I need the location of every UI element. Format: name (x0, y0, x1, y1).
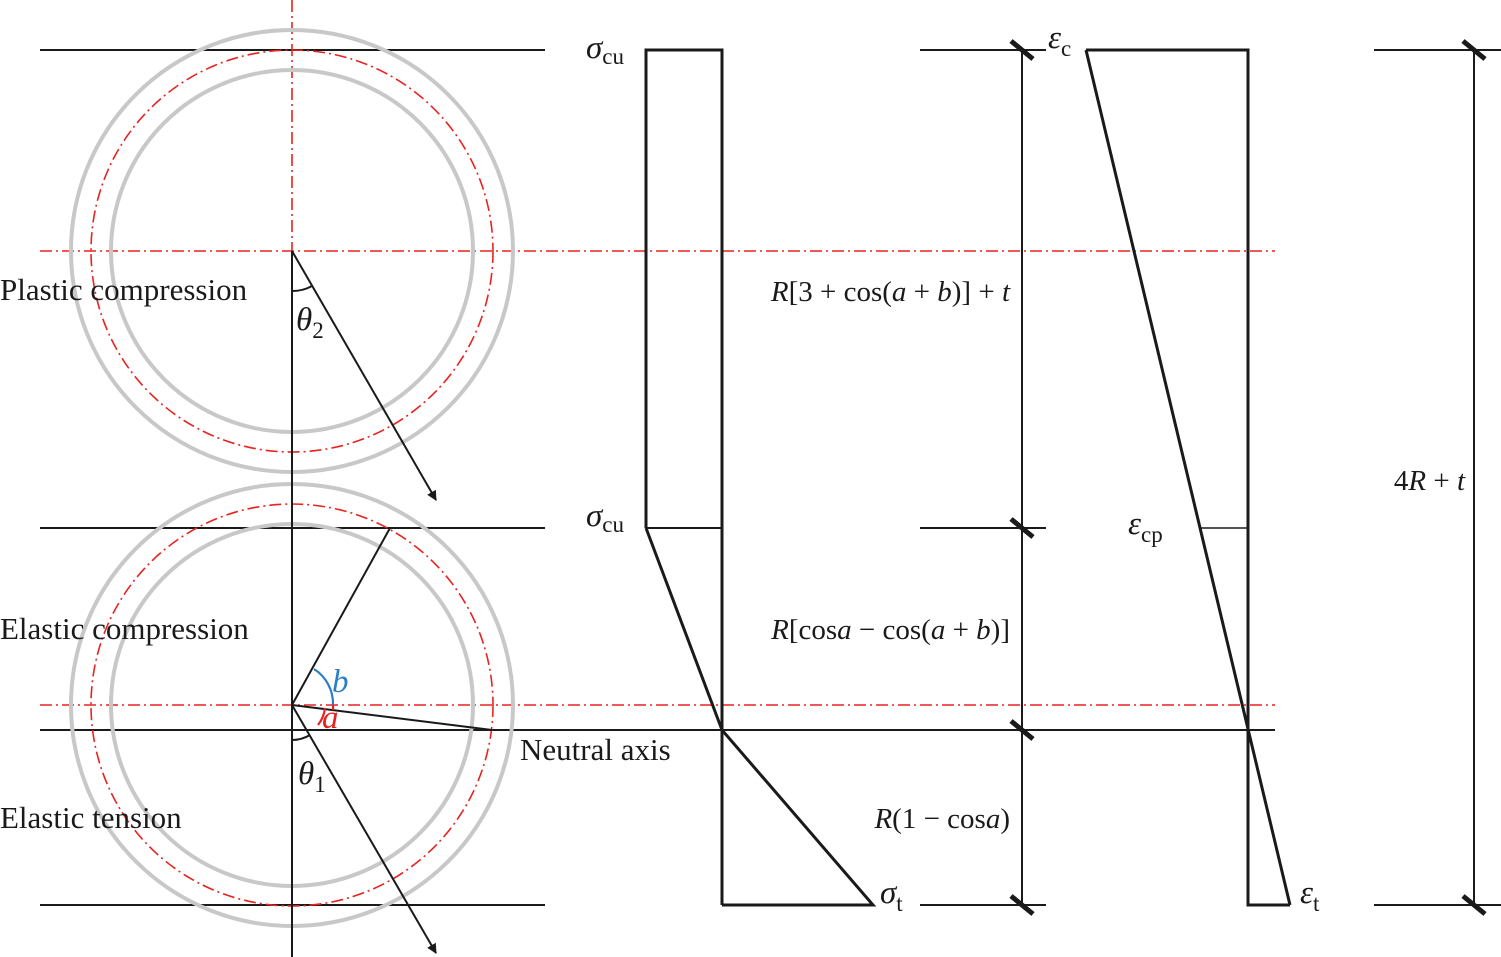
elastic-tension-label: Elastic tension (0, 800, 182, 835)
strain-diagram (1084, 48, 1292, 907)
angle-a-arc-extended (317, 707, 327, 726)
tick-neutral-section (1009, 719, 1035, 741)
strain-mid-label: εcp (1128, 506, 1163, 547)
tick-bottom-total (1461, 894, 1487, 916)
plastic-compression-label: Plastic compression (0, 272, 248, 307)
stress-diagram (644, 48, 877, 907)
centre-axes (40, 0, 1275, 706)
elastic-compression-label: Elastic compression (0, 611, 249, 646)
theta1-label: θ1 (298, 756, 326, 797)
stress-top-label: σcu (586, 30, 624, 69)
theta2-label: θ2 (296, 302, 324, 343)
theta1-angle-arc (291, 734, 311, 741)
strain-bottom-label: εt (1300, 875, 1320, 916)
angle-b-arc (313, 668, 335, 706)
strain-linear-profile (1084, 49, 1292, 906)
stress-mid-label: σcu (586, 498, 624, 537)
tube-geometry (291, 250, 493, 957)
total-dimension-label: 4R + t (1394, 465, 1466, 497)
angle-b-label: b (332, 664, 349, 700)
neutral-axis-label: Neutral axis (520, 732, 671, 767)
tick-mid-section (1009, 517, 1035, 539)
level-lines (40, 49, 1501, 906)
tick-top-total (1461, 39, 1487, 61)
angle-a-label: a (322, 700, 339, 736)
plastic-dimension-label: R[3 + cos(a + b)] + t (770, 276, 1011, 308)
lower-theta1-arrow (291, 704, 437, 954)
strain-top-label: εc (1048, 20, 1071, 61)
theta2-angle-arc (291, 285, 313, 293)
stress-tension-triangle (720, 729, 877, 907)
stress-compression-block (644, 48, 724, 905)
upper-theta2-arrow (291, 250, 437, 501)
stress-bottom-label: σt (880, 875, 903, 916)
stress-elastic-slope (644, 527, 724, 731)
strain-frame (1086, 48, 1290, 907)
tick-top-section (1009, 39, 1035, 61)
elastic-dimension-label: R[cosa − cos(a + b)] (770, 614, 1010, 646)
dimension-lines (1021, 50, 1475, 905)
tension-dimension-label: R(1 − cosa) (873, 803, 1010, 835)
dimension-ticks (1009, 39, 1487, 916)
chord-line-to-top (291, 527, 391, 706)
tick-bottom-section (1009, 894, 1035, 916)
